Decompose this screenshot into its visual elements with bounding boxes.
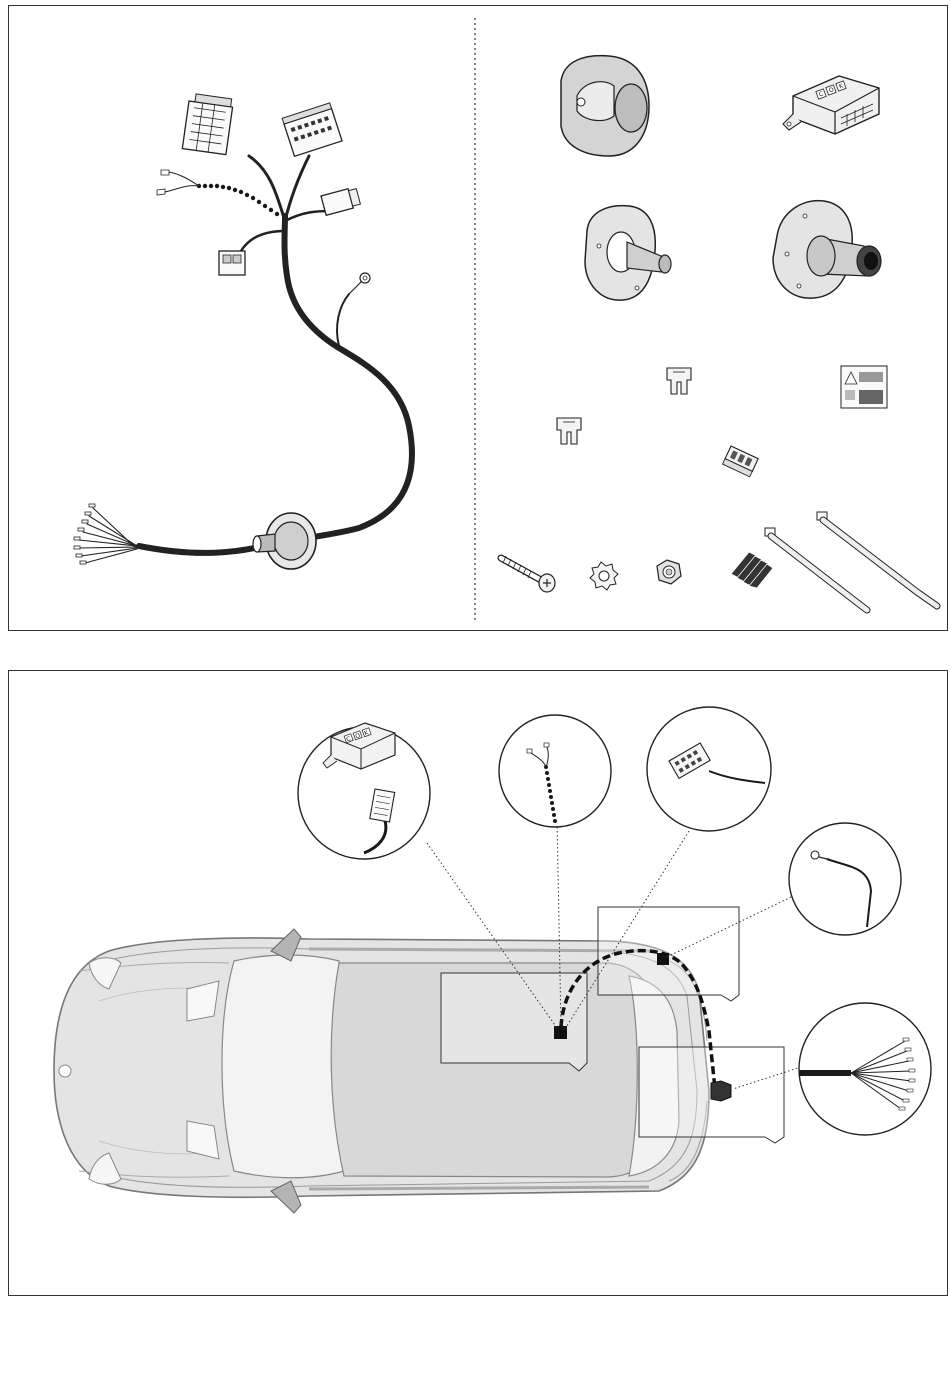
kit-contents-drawing: C O K (9, 6, 947, 630)
nut-icon (657, 560, 681, 584)
cable-tie-icon (817, 512, 937, 606)
installation-diagram-panel: C O K (8, 670, 948, 1296)
installation-drawing: C O K (9, 671, 947, 1295)
kit-contents-panel: C O K (8, 5, 948, 631)
callout-connector (647, 707, 771, 831)
callout-beaded-wire (499, 715, 611, 827)
fuse-icon (667, 368, 691, 394)
warning-sticker-icon (841, 366, 887, 408)
screw-icon (501, 556, 555, 592)
ground-point-marker (657, 953, 669, 965)
rubber-grommet-plate-icon (773, 201, 881, 299)
adhesive-pads-icon (731, 552, 773, 588)
socket-gasket-plate-icon (585, 206, 671, 300)
module-location-marker (554, 1026, 567, 1039)
lock-washer-icon (590, 562, 618, 590)
control-module-icon: C O K (783, 76, 879, 134)
callout-ground-terminal (789, 823, 901, 935)
callout-wire-ends (799, 1003, 931, 1135)
callout-control-module: C O K (298, 723, 430, 859)
socket-location-marker (711, 1081, 731, 1101)
trailer-socket-icon (561, 56, 649, 156)
wiring-harness-icon (74, 93, 412, 569)
wire-connector-icon (723, 446, 759, 477)
fuse-icon (557, 418, 581, 444)
ground-ring-terminal-icon (349, 273, 370, 294)
